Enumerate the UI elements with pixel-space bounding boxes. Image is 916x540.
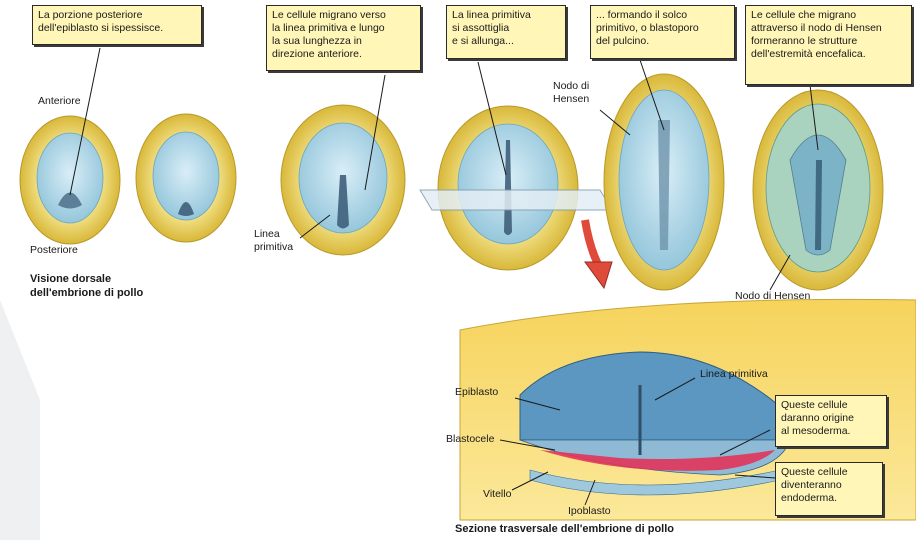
caption-cross-section: Sezione trasversale dell'embrione di pol…	[455, 522, 674, 536]
callout-text: Le cellule migrano verso	[272, 9, 415, 22]
label-epiblasto: Epiblasto	[455, 386, 498, 399]
callout-text: endoderma.	[781, 492, 877, 505]
embryo-stage-4	[438, 106, 578, 270]
label-anteriore: Anteriore	[38, 95, 81, 108]
callout-text: La porzione posteriore	[38, 9, 196, 22]
callout-cell-migration: Le cellule migrano verso la linea primit…	[266, 5, 421, 71]
label-linea-primitiva-section: Linea primitiva	[700, 368, 768, 381]
callout-text: si assottiglia	[452, 22, 560, 35]
callout-text: attraverso il nodo di Hensen	[751, 22, 906, 35]
callout-text: e si allunga...	[452, 35, 560, 48]
label-posteriore: Posteriore	[30, 244, 78, 257]
label-text: Linea	[254, 228, 293, 241]
label-text: primitiva	[254, 241, 293, 254]
callout-text: la linea primitiva e lungo	[272, 22, 415, 35]
callout-text: primitivo, o blastoporo	[596, 22, 729, 35]
callout-text: diventeranno	[781, 479, 877, 492]
caption-dorsal-view: Visione dorsale dell'embrione di pollo	[30, 272, 143, 300]
callout-primitive-groove: ... formando il solco primitivo, o blast…	[590, 5, 735, 59]
caption-text: dell'embrione di pollo	[30, 286, 143, 300]
callout-endoderm: Queste cellule diventeranno endoderma.	[775, 462, 883, 516]
callout-text: dell'estremità encefalica.	[751, 48, 906, 61]
label-ipoblasto: Ipoblasto	[568, 505, 611, 518]
callout-text: formeranno le strutture	[751, 35, 906, 48]
label-blastocele: Blastocele	[446, 433, 494, 446]
label-nodo-hensen-bottom: Nodo di Hensen	[735, 290, 810, 303]
callout-text: Queste cellule	[781, 466, 877, 479]
callout-text: direzione anteriore.	[272, 48, 415, 61]
callout-text: dell'epiblasto si ispessisce.	[38, 22, 196, 35]
callout-text: Queste cellule	[781, 399, 881, 412]
callout-text: del pulcino.	[596, 35, 729, 48]
embryo-stage-2	[136, 114, 236, 242]
callout-mesoderm: Queste cellule daranno origine al mesode…	[775, 395, 887, 447]
callout-text: La linea primitiva	[452, 9, 560, 22]
callout-text: al mesoderma.	[781, 425, 881, 438]
label-text: Nodo di	[553, 80, 589, 93]
callout-text: daranno origine	[781, 412, 881, 425]
callout-streak-narrowing: La linea primitiva si assottiglia e si a…	[446, 5, 566, 59]
label-text: Hensen	[553, 93, 589, 106]
callout-epiblast-thickening: La porzione posteriore dell'epiblasto si…	[32, 5, 202, 45]
label-nodo-hensen-top: Nodo di Hensen	[553, 80, 589, 106]
embryo-stage-5	[604, 74, 724, 290]
callout-text: Le cellule che migrano	[751, 9, 906, 22]
label-linea-primitiva: Linea primitiva	[254, 228, 293, 254]
callout-hensen-node-cells: Le cellule che migrano attraverso il nod…	[745, 5, 912, 85]
callout-text: ... formando il solco	[596, 9, 729, 22]
embryo-stage-1	[20, 116, 120, 244]
label-vitello: Vitello	[483, 488, 511, 501]
embryo-stage-3	[281, 105, 405, 255]
callout-text: la sua lunghezza in	[272, 35, 415, 48]
embryo-stage-6	[753, 90, 883, 290]
caption-text: Visione dorsale	[30, 272, 143, 286]
